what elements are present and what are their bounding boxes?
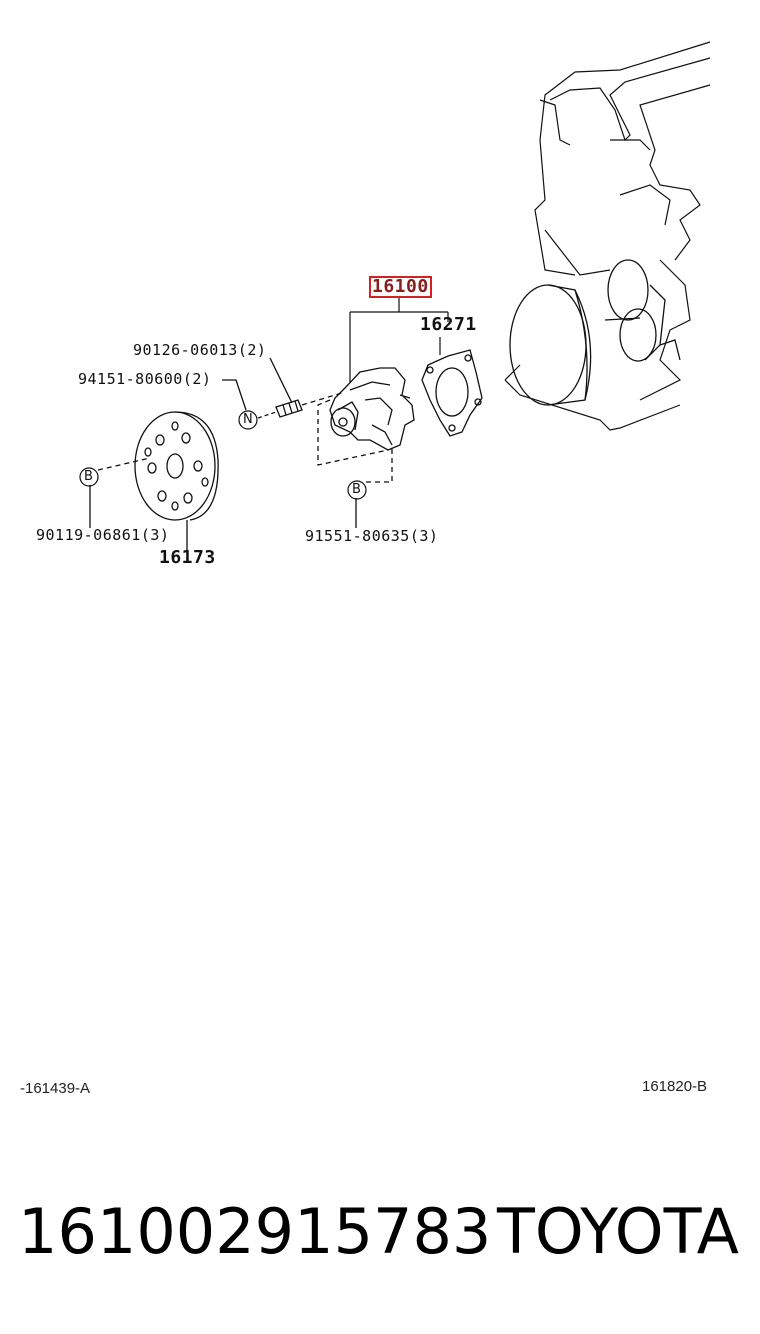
footer-brand: TOYOTA [497, 1195, 740, 1268]
part-label-90119[interactable]: 90119-06861(3) [36, 526, 170, 544]
callout-circles [79, 410, 367, 500]
pulley-16173-drawing [134, 411, 219, 521]
part-label-16100[interactable]: 16100 [369, 276, 432, 298]
stud-bolt-drawing [257, 391, 346, 419]
gasket-drawing [421, 349, 483, 437]
callout-b-left: B [84, 469, 94, 484]
pump-mount-dashed [317, 399, 389, 466]
exploded-view-drawing [79, 41, 711, 552]
engine-block-outline [504, 41, 711, 431]
part-label-90126[interactable]: 90126-06013(2) [133, 341, 267, 359]
group-bracket [349, 297, 449, 382]
callout-b-right: B [352, 482, 362, 497]
part-label-91551[interactable]: 91551-80635(3) [305, 527, 439, 545]
figure-code-left: -161439-A [20, 1080, 91, 1097]
leader-b-right [366, 448, 393, 483]
engine-pulley-drawing [509, 284, 592, 406]
part-label-16173[interactable]: 16173 [159, 547, 216, 568]
idler-pulley-drawing [604, 259, 681, 362]
figure-code-right: 161820-B [642, 1078, 708, 1095]
part-label-16271[interactable]: 16271 [420, 314, 477, 335]
callout-n: N [243, 412, 254, 427]
leader-b-left [97, 457, 151, 471]
leader-90126 [269, 357, 293, 404]
leader-94151 [222, 379, 247, 411]
footer-part-number: 161002915783 [18, 1195, 492, 1268]
part-label-94151[interactable]: 94151-80600(2) [78, 370, 212, 388]
water-pump-drawing [329, 367, 415, 451]
